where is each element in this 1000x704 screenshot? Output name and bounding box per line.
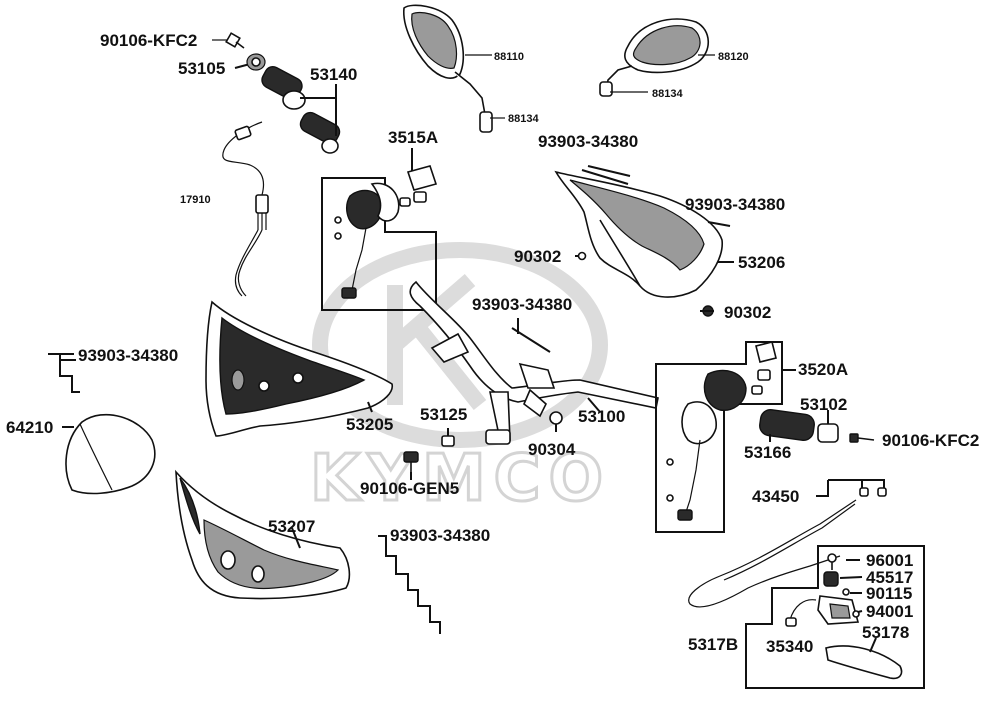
label-53125: 53125 [420,405,467,424]
mirror-holder-45517 [823,571,839,587]
label-35340: 35340 [766,637,813,656]
brake-cable-43450 [688,479,887,608]
handlebar-53100 [403,280,659,480]
leader-lines [48,353,863,613]
label-53140: 53140 [310,65,357,84]
label-53102: 53102 [800,395,847,414]
part-labels: 90106-KFC2 53105 53140 88110 88134 88120… [6,31,979,656]
mirror-left-88110 [403,4,505,133]
label-53105: 53105 [178,59,225,78]
bolt-90106-gen5 [403,451,419,480]
throttle-cable-17910 [222,121,269,297]
label-88110: 88110 [494,51,524,63]
label-90304: 90304 [528,440,576,459]
grip-end-53102 [817,410,839,443]
label-88120: 88120 [718,51,749,63]
label-90302-b: 90302 [724,303,771,322]
nut-90304 [549,411,563,432]
label-96001: 96001 [866,551,913,570]
label-88134-right: 88134 [652,88,683,100]
label-3515a: 3515A [388,128,438,147]
inner-cover-53207 [175,469,351,600]
label-53206: 53206 [738,253,785,272]
label-53207: 53207 [268,517,315,536]
label-90106-kfc2-right: 90106-KFC2 [882,431,979,450]
label-45517: 45517 [866,568,913,587]
right-grip-53166 [759,408,815,442]
front-handle-cover-53205 [205,300,393,437]
label-53166: 53166 [744,443,791,462]
throttle-grip-53140 [261,66,341,154]
clip-93903-left [52,353,80,393]
brake-switch-35340 [785,599,817,627]
label-93903-right: 93903-34380 [685,195,785,214]
bolt-90106-kfc2-top [212,32,245,49]
clip-93903-bottom [378,535,441,634]
mirror-right-88120 [599,18,715,97]
throttle-grip-assembly [212,32,341,297]
label-3520a: 3520A [798,360,848,379]
windscreen-64210 [62,413,156,495]
watermark-text: KYMCO [310,442,611,516]
label-90302-a: 90302 [514,247,561,266]
brake-lever-53178 [825,637,903,680]
label-43450: 43450 [752,487,799,506]
kymco-watermark: KYMCO [309,242,611,518]
grip-end-53105 [234,53,266,71]
label-94001: 94001 [866,602,913,621]
nut-94001 [852,610,860,618]
bolt-53125 [441,428,455,447]
label-53205: 53205 [346,415,393,434]
bolt-90106-kfc2-right [849,433,875,443]
label-90106-kfc2-top: 90106-KFC2 [100,31,197,50]
screw-90302-b [700,305,714,317]
screw-96001 [827,553,837,570]
label-93903-bottom: 93903-34380 [390,526,490,545]
label-90115: 90115 [866,584,912,603]
label-90106-gen5: 90106-GEN5 [360,479,459,498]
label-64210: 64210 [6,418,53,437]
label-88134-left: 88134 [508,113,539,125]
label-53100: 53100 [578,407,625,426]
screw-90115 [842,588,850,596]
right-switch-3520a [655,341,796,533]
screw-90302-a [575,251,587,261]
rear-handle-cover-53206 [554,165,734,317]
label-53178: 53178 [862,623,909,642]
label-93903-left: 93903-34380 [78,346,178,365]
brake-lever-assembly-5317b [745,545,925,689]
label-93903-mid: 93903-34380 [472,295,572,314]
label-5317b: 5317B [688,635,738,654]
label-17910: 17910 [180,194,211,206]
left-switch-3515a [321,148,438,311]
label-93903-top: 93903-34380 [538,132,638,151]
